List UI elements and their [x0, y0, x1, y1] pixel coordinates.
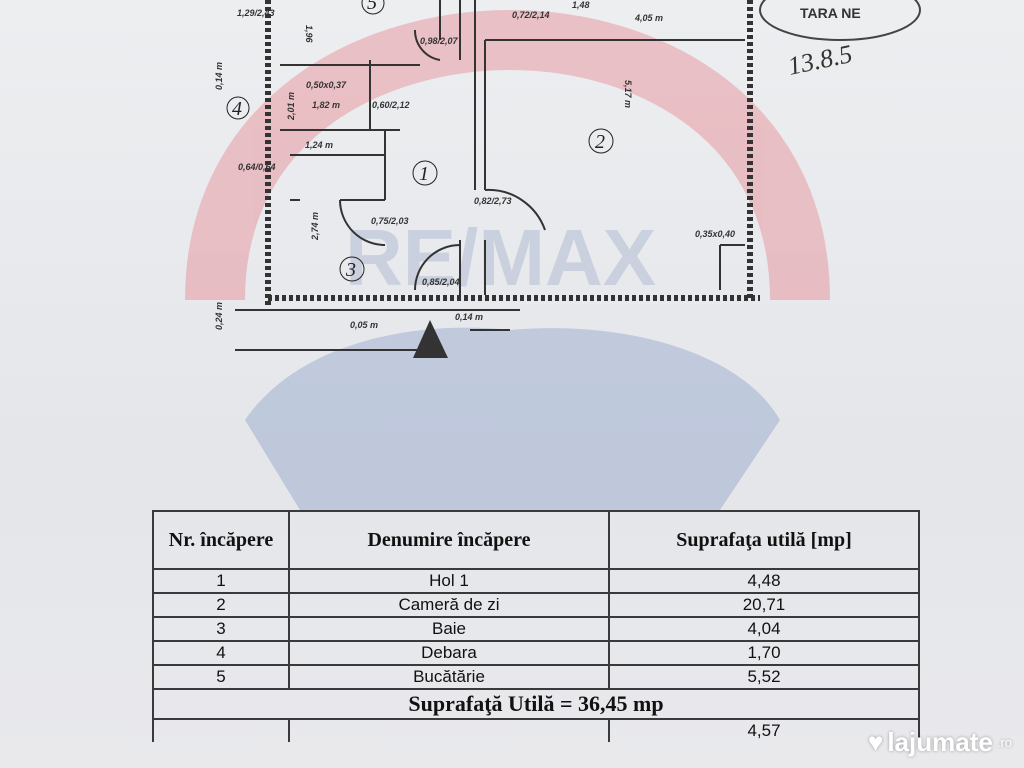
header-room-name: Denumire încăpere — [288, 510, 610, 570]
svg-text:5: 5 — [367, 0, 377, 14]
svg-text:TARA NE: TARA NE — [800, 5, 861, 21]
svg-text:2,74 m: 2,74 m — [310, 212, 320, 241]
svg-text:1: 1 — [419, 163, 429, 185]
lajumate-heart-icon: ♥ — [867, 727, 884, 757]
svg-text:0,50x0,37: 0,50x0,37 — [306, 80, 347, 90]
svg-text:5,17 m: 5,17 m — [623, 80, 633, 108]
room-numbers: 1 2 3 4 5 — [226, 0, 614, 282]
lajumate-logo[interactable]: ♥ lajumate.ro — [867, 727, 1012, 757]
header-room-number: Nr. încăpere — [152, 510, 290, 570]
svg-text:0,85/2,04: 0,85/2,04 — [422, 277, 460, 287]
svg-text:4: 4 — [232, 98, 242, 120]
svg-text:0,60/2,12: 0,60/2,12 — [372, 100, 410, 110]
svg-text:1,24 m: 1,24 m — [305, 140, 333, 150]
svg-text:1,29/2,43: 1,29/2,43 — [237, 8, 275, 18]
total-row: Suprafaţă Utilă = 36,45 mp — [152, 688, 920, 720]
svg-text:0,72/2,14: 0,72/2,14 — [512, 10, 550, 20]
svg-text:2,01 m: 2,01 m — [286, 92, 296, 121]
dimension-labels: 1,29/2,43 1,96 0,14 m 0,98/2,07 0,72/2,1… — [214, 0, 735, 330]
svg-text:1,96: 1,96 — [304, 25, 314, 44]
remax-watermark: RE/MAX — [185, 9, 830, 510]
partial-row: 4,57 — [152, 718, 920, 742]
svg-text:1,82 m: 1,82 m — [312, 100, 340, 110]
north-arrow-icon — [413, 320, 448, 358]
walls — [235, 0, 760, 351]
svg-text:0,05 m: 0,05 m — [350, 320, 378, 330]
signature: 13.8.5 — [785, 39, 855, 81]
svg-text:0,98/2,07: 0,98/2,07 — [420, 36, 459, 46]
svg-text:0,75/2,03: 0,75/2,03 — [371, 216, 409, 226]
header-area: Suprafaţa utilă [mp] — [608, 510, 920, 570]
svg-text:0,64/0,64: 0,64/0,64 — [238, 162, 276, 172]
svg-text:0,24 m: 0,24 m — [214, 302, 224, 330]
svg-text:3: 3 — [345, 259, 356, 281]
remax-text: RE/MAX — [345, 213, 656, 302]
svg-text:0,14 m: 0,14 m — [214, 62, 224, 90]
svg-text:0,82/2,73: 0,82/2,73 — [474, 196, 512, 206]
svg-text:0,35x0,40: 0,35x0,40 — [695, 229, 735, 239]
svg-text:2: 2 — [595, 131, 605, 153]
official-stamp: TARA NE 13.8.5 — [759, 0, 921, 81]
svg-text:1,48: 1,48 — [572, 0, 590, 10]
room-area-table: Nr. încăpere Denumire încăpere Suprafaţa… — [152, 510, 920, 742]
svg-text:0,14 m: 0,14 m — [455, 312, 483, 322]
svg-text:4,05 m: 4,05 m — [634, 13, 663, 23]
